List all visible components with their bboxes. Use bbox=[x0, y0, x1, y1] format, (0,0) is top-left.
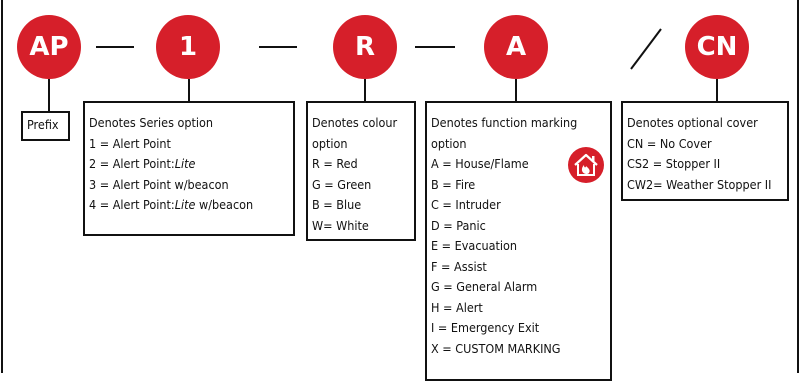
series-box: Denotes Series option 1 = Alert Point 2 … bbox=[83, 101, 295, 236]
code-circle-colour: R bbox=[333, 15, 397, 79]
function-item: X = CUSTOM MARKING bbox=[431, 340, 561, 356]
code-circle-cover: CN bbox=[685, 15, 749, 79]
code-function: A bbox=[505, 32, 527, 62]
connector-line bbox=[188, 79, 190, 101]
colour-title-line1: Denotes colour bbox=[312, 115, 398, 130]
cover-box: Denotes optional cover CN = No Cover CS2… bbox=[621, 101, 789, 201]
cover-item: CW2= Weather Stopper II bbox=[627, 176, 772, 192]
cover-item: CS2 = Stopper II bbox=[627, 156, 721, 171]
colour-item: B = Blue bbox=[312, 197, 362, 212]
dash-separator bbox=[96, 46, 134, 48]
colour-title-line2: option bbox=[312, 135, 348, 151]
cover-item: CN = No Cover bbox=[627, 135, 712, 151]
connector-line bbox=[515, 79, 517, 101]
function-item: G = General Alarm bbox=[431, 279, 538, 294]
series-item: 4 = Alert Point:Lite w/beacon bbox=[89, 197, 254, 212]
code-circle-series: 1 bbox=[156, 15, 220, 79]
house-flame-icon bbox=[568, 147, 604, 183]
function-title-line2: option bbox=[431, 135, 467, 151]
function-item: E = Evacuation bbox=[431, 238, 518, 253]
colour-item: R = Red bbox=[312, 156, 358, 171]
prefix-label: Prefix bbox=[27, 117, 59, 132]
function-item: H = Alert bbox=[431, 299, 483, 315]
frame-left-border bbox=[1, 0, 3, 373]
series-item: 2 = Alert Point:Lite bbox=[89, 156, 196, 171]
function-item: A = House/Flame bbox=[431, 156, 529, 171]
function-item: B = Fire bbox=[431, 176, 476, 192]
code-circle-function: A bbox=[484, 15, 548, 79]
slash-separator bbox=[630, 28, 662, 70]
function-item: I = Emergency Exit bbox=[431, 320, 540, 335]
function-item: D = Panic bbox=[431, 217, 486, 233]
function-item: C = Intruder bbox=[431, 197, 501, 212]
series-title: Denotes Series option bbox=[89, 115, 214, 130]
code-circle-prefix: AP bbox=[17, 15, 81, 79]
connector-line bbox=[716, 79, 718, 101]
cover-title: Denotes optional cover bbox=[627, 115, 758, 130]
connector-line bbox=[364, 79, 366, 101]
frame-right-border bbox=[797, 0, 799, 373]
function-box: Denotes function marking option A = Hous… bbox=[425, 101, 612, 381]
prefix-box: Prefix bbox=[21, 111, 70, 141]
function-item: F = Assist bbox=[431, 258, 487, 274]
dash-separator bbox=[259, 46, 297, 48]
code-cover: CN bbox=[696, 32, 738, 62]
dash-separator bbox=[415, 46, 455, 48]
colour-box: Denotes colour option R = Red G = Green … bbox=[306, 101, 416, 241]
connector-line bbox=[48, 79, 50, 111]
series-item: 1 = Alert Point bbox=[89, 135, 171, 151]
code-prefix: AP bbox=[29, 32, 69, 62]
code-colour: R bbox=[354, 32, 376, 62]
function-title-line1: Denotes function marking bbox=[431, 115, 578, 130]
colour-item: W= White bbox=[312, 217, 369, 233]
code-series: 1 bbox=[178, 32, 198, 62]
colour-item: G = Green bbox=[312, 176, 372, 192]
series-item: 3 = Alert Point w/beacon bbox=[89, 176, 229, 192]
